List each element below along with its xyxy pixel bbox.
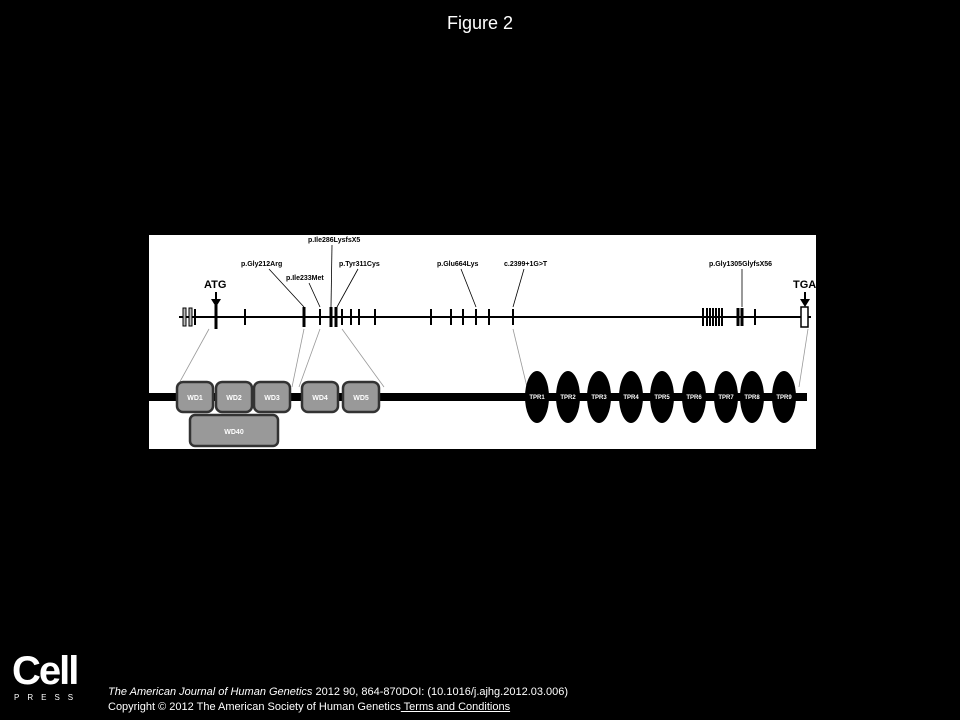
mutation-label: p.Gly212Arg bbox=[241, 261, 282, 268]
exon-marks bbox=[182, 305, 809, 329]
stop-arrow-icon bbox=[800, 299, 810, 307]
wd-domain-label: WD3 bbox=[264, 395, 280, 402]
tpr-domain-label: TPR2 bbox=[560, 395, 576, 401]
mutation-label: p.Gly1305GlyfsX56 bbox=[709, 261, 772, 268]
wd-domain-label: WD4 bbox=[312, 395, 328, 402]
gene-diagram: ATG TGA p.Gly212Arg p.Ile233Met p.Ile286… bbox=[149, 235, 816, 449]
tpr-domain-label: TPR3 bbox=[591, 395, 607, 401]
wd40-domain bbox=[188, 413, 280, 448]
citation-caption: The American Journal of Human Genetics 2… bbox=[108, 685, 568, 715]
wd40-label: WD40 bbox=[224, 429, 244, 436]
wd-domain-label: WD1 bbox=[187, 395, 203, 402]
copyright-line: Copyright © 2012 The American Society of… bbox=[108, 700, 568, 715]
cell-press-logo: Cell PRESS bbox=[12, 651, 82, 705]
journal-name: The American Journal of Human Genetics bbox=[108, 686, 313, 698]
terms-link[interactable]: Terms and Conditions bbox=[400, 701, 511, 713]
logo-word: Cell bbox=[12, 649, 79, 693]
citation-details: 2012 90, 864-870DOI: (10.1016/j.ajhg.201… bbox=[312, 686, 569, 698]
logo-subtitle: PRESS bbox=[14, 693, 82, 702]
start-codon-label: ATG bbox=[204, 279, 226, 291]
start-arrow-icon bbox=[211, 299, 221, 307]
mutation-pointers bbox=[268, 244, 743, 308]
tpr-domain-label: TPR1 bbox=[529, 395, 545, 401]
mutation-label: c.2399+1G>T bbox=[504, 261, 548, 268]
mapping-lines bbox=[176, 328, 809, 388]
mutation-label: p.Ile286LysfsX5 bbox=[308, 237, 360, 244]
protein-backbone bbox=[149, 393, 807, 401]
wd-domains: WD1 WD2 WD3 WD4 WD5 bbox=[175, 380, 381, 414]
tpr-domains: TPR1 TPR2 TPR3 TPR4 TPR5 TPR6 TPR7 TPR8 … bbox=[525, 371, 796, 423]
tpr-domain-label: TPR9 bbox=[776, 395, 792, 401]
mutation-label: p.Ile233Met bbox=[286, 275, 324, 282]
tpr-domain-label: TPR5 bbox=[654, 395, 670, 401]
mutation-label: p.Glu664Lys bbox=[437, 261, 478, 268]
stop-codon-label: TGA bbox=[793, 279, 816, 291]
mutation-label: p.Tyr311Cys bbox=[339, 261, 380, 268]
tpr-domain-label: TPR4 bbox=[623, 395, 639, 401]
tpr-domain-label: TPR8 bbox=[744, 395, 760, 401]
figure-title: Figure 2 bbox=[446, 13, 514, 33]
copyright-text: Copyright © 2012 The American Society of… bbox=[108, 701, 401, 713]
citation-line: The American Journal of Human Genetics 2… bbox=[108, 685, 568, 700]
tpr-domain-label: TPR6 bbox=[686, 395, 702, 401]
wd-domain-label: WD2 bbox=[226, 395, 242, 402]
wd-domain-label: WD5 bbox=[353, 395, 369, 402]
tpr-domain-label: TPR7 bbox=[718, 395, 734, 401]
